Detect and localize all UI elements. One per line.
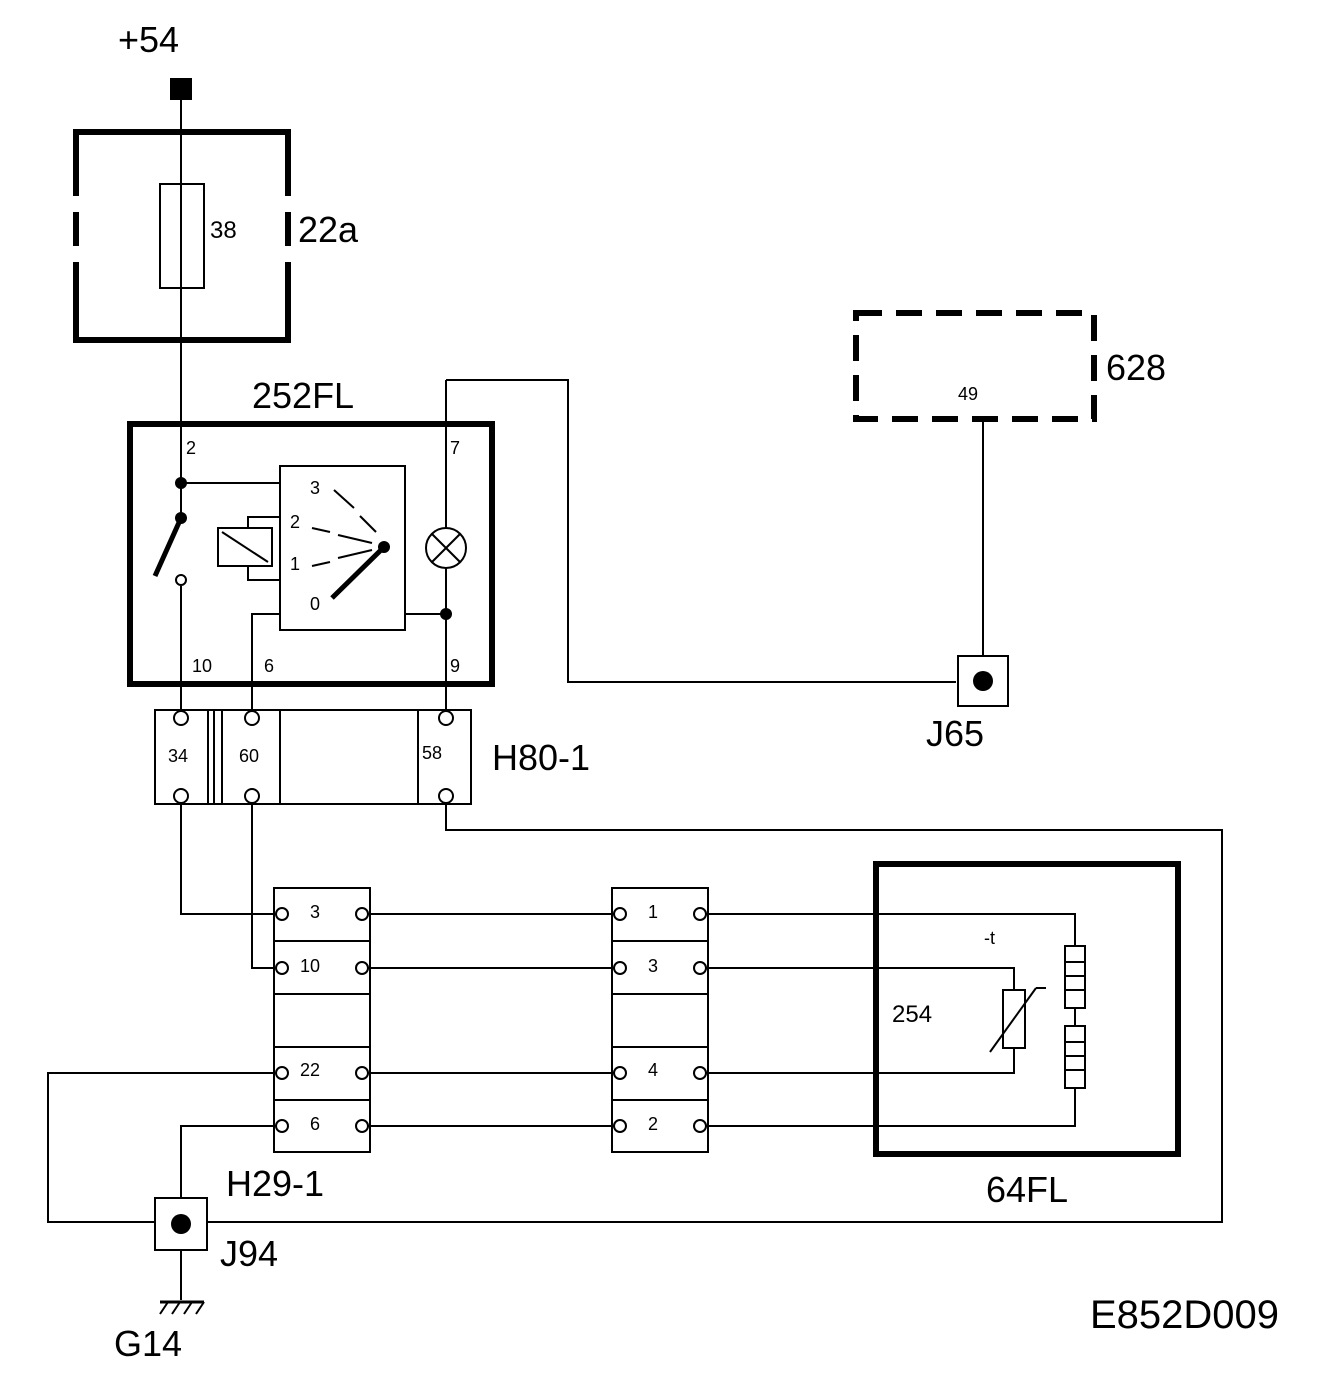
sensor-64fl-label: 64FL (986, 1169, 1068, 1210)
h80-pin-60: 60 (239, 746, 259, 766)
pin-label-2: 2 (186, 438, 196, 458)
connector-h29-1: 3 10 22 6 H29-1 (226, 887, 371, 1204)
h29-label: H29-1 (226, 1163, 324, 1204)
wire-pin7-j65 (446, 379, 956, 683)
h29-pin-10: 10 (300, 956, 320, 976)
connector-h80-1: 34 60 58 H80-1 (154, 709, 590, 805)
j94-label: J94 (220, 1233, 278, 1274)
position-1: 1 (290, 554, 300, 574)
fuse-label: 38 (210, 217, 237, 244)
fuse-box-22a: 38 22a (73, 100, 359, 425)
mid-pin-3: 3 (648, 956, 658, 976)
fuse-box-label: 22a (298, 209, 359, 250)
relay-contact-open (175, 574, 187, 586)
switch-unit-252fl: 252FL 2 7 10 6 9 3 2 1 0 (127, 375, 495, 712)
mid-pin-1: 1 (648, 902, 658, 922)
junction-j94: J94 (154, 1197, 278, 1274)
h80-pin-34: 34 (168, 746, 188, 766)
module-628-pin: 49 (958, 384, 978, 404)
j65-label: J65 (926, 713, 984, 754)
switch-unit-label: 252FL (252, 375, 354, 416)
h80-pin-58: 58 (422, 743, 442, 763)
pin-label-7: 7 (450, 438, 460, 458)
mid-pin-2: 2 (648, 1114, 658, 1134)
switch-unit-outline (127, 421, 495, 687)
module-628: 628 49 (853, 310, 1166, 682)
sensor-64fl: 64FL 254 -t (706, 861, 1181, 1210)
h29-pin-6: 6 (310, 1114, 320, 1134)
connector-mid: 1 3 4 2 (611, 887, 709, 1153)
supply-label: +54 (118, 19, 179, 60)
module-628-outline (853, 310, 1097, 422)
thermistor-mark: -t (984, 928, 995, 948)
ground-g14: G14 (114, 1300, 205, 1364)
position-0: 0 (310, 594, 320, 614)
relay-contact-arm (152, 516, 184, 578)
rotary-switch (279, 465, 406, 631)
rotary-arm (330, 545, 386, 600)
pin-label-10: 10 (192, 656, 212, 676)
pin-label-6: 6 (264, 656, 274, 676)
pin-label-9: 9 (450, 656, 460, 676)
diagram-code: E852D009 (1090, 1293, 1279, 1337)
position-2: 2 (290, 512, 300, 532)
junction-j65: J65 (926, 655, 1009, 754)
h80-label: H80-1 (492, 737, 590, 778)
g14-label: G14 (114, 1323, 182, 1364)
h29-pin-22: 22 (300, 1060, 320, 1080)
wire-h80-58-loop (47, 803, 1223, 1223)
h29-pin-3: 3 (310, 902, 320, 922)
sensor-element-label: 254 (892, 1001, 932, 1028)
mid-pin-4: 4 (648, 1060, 658, 1080)
position-3: 3 (310, 478, 320, 498)
module-628-label: 628 (1106, 347, 1166, 388)
supply-terminal (170, 78, 192, 100)
